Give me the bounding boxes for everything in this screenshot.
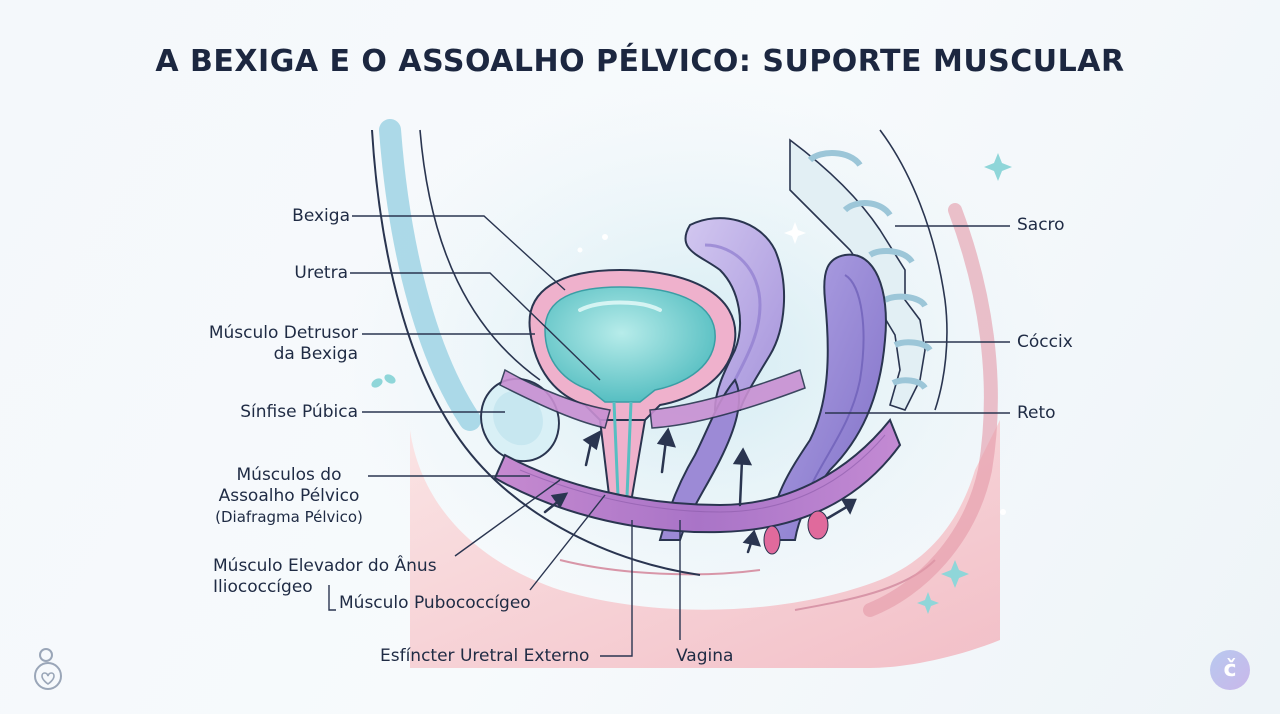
leader-lines: [328, 215, 1010, 657]
label-reto: Reto: [1017, 403, 1056, 423]
label-assoalho: Músculos do Assoalho Pélvico (Diafragma …: [204, 465, 374, 528]
label-elevador-line2: Iliococcígeo: [213, 577, 313, 597]
bladder-highlight: [578, 300, 662, 312]
leaf-decoration: [371, 374, 396, 388]
body-contour: [410, 420, 1000, 668]
mother-child-logo-icon: [34, 648, 62, 690]
label-sacro: Sacro: [1017, 215, 1065, 235]
rectum-lumen: [804, 274, 865, 501]
uterus-cavity: [704, 243, 762, 381]
bladder: [544, 286, 716, 403]
pubic-symphysis-inner: [493, 390, 543, 446]
label-uretra: Uretra: [294, 263, 348, 283]
page-title: A BEXIGA E O ASSOALHO PÉLVICO: SUPORTE M…: [155, 44, 1125, 79]
label-elevador: Músculo Elevador do Ânus Iliococcígeo: [213, 556, 437, 598]
label-detrusor: Músculo Detrusor da Bexiga: [209, 323, 358, 365]
peritoneum-line: [419, 129, 541, 381]
label-detrusor-line1: Músculo Detrusor: [208, 323, 358, 343]
label-detrusor-line2: da Bexiga: [273, 344, 358, 364]
brand-logo-icon: č: [1210, 650, 1250, 690]
label-pubococcigeo: Músculo Pubococcígeo: [339, 593, 531, 613]
label-bexiga: Bexiga: [292, 206, 350, 226]
perineum-fold: [559, 559, 761, 576]
pelvic-floor-muscle: [493, 418, 902, 534]
label-esfincter: Esfíncter Uretral Externo: [380, 646, 590, 666]
label-assoalho-line2: Assoalho Pélvico: [218, 486, 360, 506]
abdominal-wall: [379, 119, 481, 431]
rectum: [768, 253, 887, 541]
label-assoalho-line3: (Diafragma Pélvico): [215, 508, 363, 526]
pelvic-floor-upper-band: [499, 368, 611, 429]
muscle-striation: [519, 434, 886, 513]
label-assoalho-line1: Músculos do: [236, 465, 342, 485]
support-arrows: [543, 427, 857, 554]
label-coccix: Cóccix: [1017, 332, 1073, 352]
abdominal-wall-outline: [371, 129, 701, 576]
vagina: [658, 378, 741, 541]
label-sinfise: Sínfise Púbica: [240, 402, 358, 422]
back-skin: [863, 203, 998, 617]
sparkles: [577, 153, 1012, 614]
pelvic-floor-upper-band-right: [649, 369, 806, 429]
label-vagina: Vagina: [676, 646, 734, 666]
levator-loop-left: [763, 525, 781, 555]
label-elevador-line1: Músculo Elevador do Ânus: [213, 556, 437, 576]
levator-loop-right: [807, 510, 829, 540]
